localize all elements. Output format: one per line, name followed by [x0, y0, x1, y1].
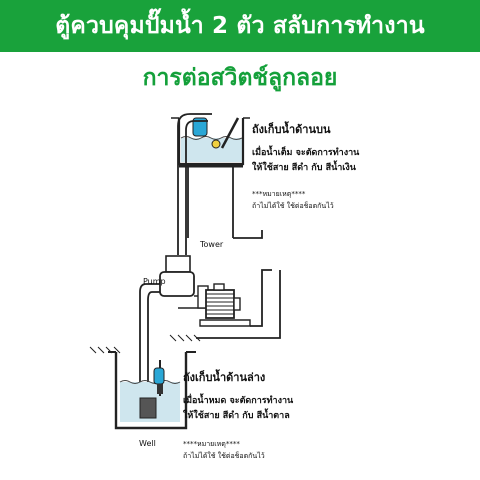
diagram-subtitle: การต่อสวิตช์ลูกลอย	[142, 65, 338, 91]
title-banner: ตู้ควบคุมปั๊มน้ำ 2 ตัว สลับการทำงาน	[0, 0, 480, 52]
upper-water-surface	[180, 136, 243, 140]
lower-tank-title: ถังเก็บน้ำด้านล่าง	[183, 369, 265, 384]
upper-tank-title: ถังเก็บน้ำด้านบน	[252, 121, 331, 136]
tower-legs	[187, 166, 234, 238]
upper-tank-line2: ให้ใช้สาย สีดำ กับ สีน้ำเงิน	[252, 160, 357, 173]
lower-note-text: ถ้าไม่ได้ใช้ ใช้ต่อช็อตกันไว้	[183, 451, 265, 460]
well-label: Well	[139, 439, 156, 448]
upper-tank-wall	[177, 118, 245, 166]
lower-water-surface	[119, 380, 181, 384]
lower-tank	[108, 351, 196, 430]
lower-tank-wall	[114, 352, 188, 430]
lower-tank-line1: เมื่อน้ำหมด จะตัดการทำงาน	[183, 393, 294, 406]
upper-tank-line1: เมื่อน้ำเต็ม จะตัดการทำงาน	[252, 145, 360, 158]
upper-float-icon	[192, 117, 208, 137]
upper-tank-water	[181, 138, 242, 162]
foot-valve	[139, 397, 157, 419]
lower-tank-line2: ให้ใช้สาย สีดำ กับ สีน้ำตาล	[183, 408, 290, 421]
pump-label: Pump	[143, 277, 166, 286]
lower-note-heading: ****หมายเหตุ****	[183, 440, 240, 448]
upper-float-rod	[220, 117, 240, 149]
pump-fitting	[165, 255, 191, 273]
riser-pipe-inner	[185, 120, 208, 255]
suction-pipe	[139, 283, 160, 400]
motor-base	[199, 319, 251, 327]
pump-assembly	[89, 255, 281, 354]
riser-pipe-outer	[177, 113, 212, 255]
lower-float-icon	[153, 367, 165, 385]
tower-label: Tower	[199, 240, 224, 249]
upper-note-text: ถ้าไม่ได้ใช้ ใช้ต่อช็อตกันไว้	[252, 201, 334, 210]
upper-tank	[171, 113, 263, 255]
upper-note-heading: ***หมายเหตุ****	[252, 190, 306, 198]
page-title: ตู้ควบคุมปั๊มน้ำ 2 ตัว สลับการทำงาน	[55, 13, 425, 39]
